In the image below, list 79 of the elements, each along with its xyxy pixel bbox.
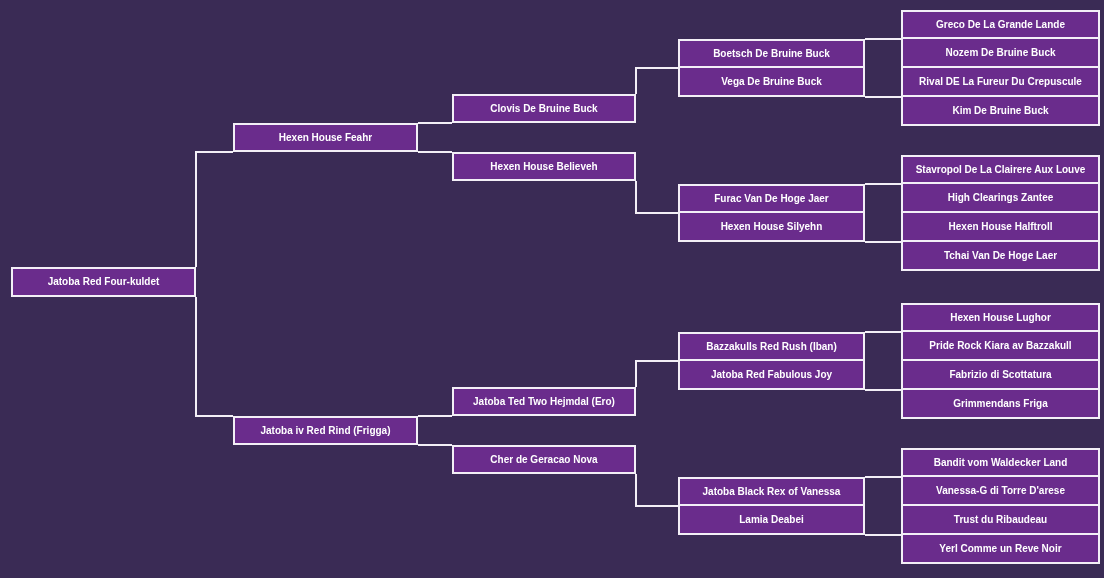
pedigree-box [452,387,636,416]
dog-name: Hexen House Feahr [278,131,373,144]
dog-name: Jatoba Ted Two Hejmdal (Ero) [473,395,615,408]
pedigree-box [901,39,1100,68]
connector-line [864,38,902,40]
dog-name: Grimmendans Friga [953,397,1048,410]
dog-name: Pride Rock Kiara av Bazzakull [929,339,1072,352]
dog-name: Hexen House Believeh [490,160,598,173]
dog-name: Hexen House Silyehn [720,220,823,233]
pedigree-box [901,213,1100,242]
dog-name: Boetsch De Bruine Buck [713,47,830,60]
dog-name: Jatoba Red Four-kuldet [47,276,160,288]
dog-name: Hexen House Halftroll [948,220,1053,233]
pedigree-box [901,242,1100,271]
connector-line [417,444,453,446]
dog-name: Rival DE La Fureur Du Crepuscule [919,75,1082,88]
pedigree-box [11,267,196,297]
dog-name: Hexen House Lughor [950,311,1051,324]
pedigree-box [901,10,1100,39]
dog-name: Lamia Deabei [739,513,804,526]
pedigree-box [901,535,1100,564]
connector-line [864,183,902,185]
pedigree-box [678,477,865,506]
pedigree-box [901,477,1100,506]
dog-name: High Clearings Zantee [947,191,1054,204]
dog-name: Cher de Geracao Nova [490,453,598,466]
pedigree-box [678,361,865,390]
pedigree-box [233,416,418,445]
pedigree-box [678,506,865,535]
dog-name: Vanessa-G di Torre D'arese [936,484,1065,497]
pedigree-box [901,303,1100,332]
pedigree-box [678,39,865,68]
dog-name: Nozem De Bruine Buck [945,46,1056,59]
connector-line [195,296,234,417]
connector-line [635,360,679,388]
dog-name: Kim De Bruine Buck [952,104,1049,117]
pedigree-box [678,68,865,97]
connector-line [417,151,453,153]
connector-line [864,476,902,478]
pedigree-box [452,445,636,474]
pedigree-box [678,213,865,242]
dog-name: Trust du Ribaudeau [953,513,1048,526]
dog-name: Bazzakulls Red Rush (Iban) [706,340,837,353]
pedigree-box [901,361,1100,390]
dog-name: Clovis De Bruine Buck [490,102,598,115]
dog-name: Yerl Comme un Reve Noir [939,542,1062,555]
connector-line [417,415,453,417]
dog-name: Furac Van De Hoge Jaer [714,192,829,205]
pedigree-box [901,97,1100,126]
connector-line [864,96,902,98]
connector-line [864,534,902,536]
connector-line [635,473,679,507]
dog-name: Bandit vom Waldecker Land [933,456,1068,469]
dog-name: Jatoba iv Red Rind (Frigga) [260,424,391,437]
dog-name: Greco De La Grande Lande [936,18,1065,31]
pedigree-box [678,184,865,213]
connector-line [864,389,902,391]
dog-name: Jatoba Red Fabulous Joy [710,368,833,381]
pedigree-box [678,332,865,361]
dog-name: Vega De Bruine Buck [721,75,822,88]
pedigree-box [452,94,636,123]
connector-line [635,180,679,214]
pedigree-box [901,155,1100,184]
connector-line [195,151,234,268]
pedigree-box [901,506,1100,535]
connector-line [417,122,453,124]
dog-name: Jatoba Black Rex of Vanessa [702,485,841,498]
pedigree-box [901,68,1100,97]
connector-line [864,241,902,243]
pedigree-box [901,448,1100,477]
pedigree-box [452,152,636,181]
dog-name: Fabrizio di Scottatura [949,368,1052,381]
pedigree-box [233,123,418,152]
dog-name: Stavropol De La Clairere Aux Louve [915,163,1086,176]
connector-line [864,331,902,333]
pedigree-box [901,184,1100,213]
dog-name: Tchai Van De Hoge Laer [943,249,1058,262]
pedigree-box [901,390,1100,419]
pedigree-box [901,332,1100,361]
